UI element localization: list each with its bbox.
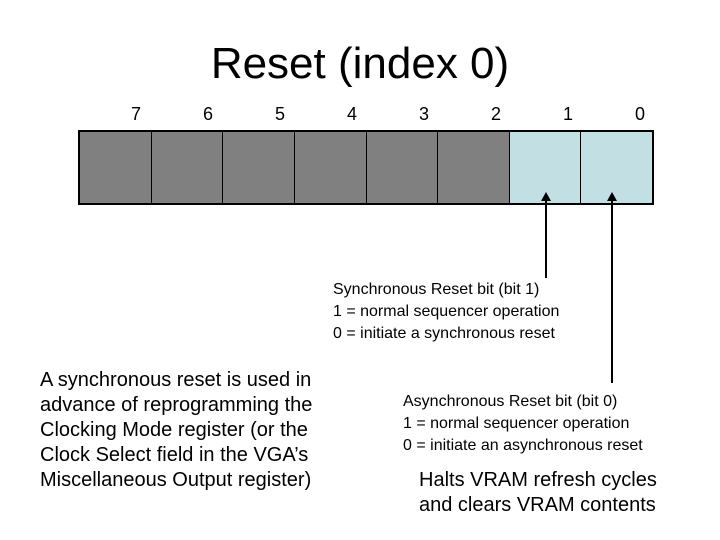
- description-line-3: Clocking Mode register (or the: [40, 419, 308, 441]
- halts-note-line-1: Halts VRAM refresh cycles: [419, 469, 657, 491]
- bit-label-5: 5: [274, 104, 285, 124]
- bit-label-2: 2: [490, 104, 501, 124]
- async-note-line-1: Asynchronous Reset bit (bit 0): [403, 393, 618, 410]
- async-note-line-2: 1 = normal sequencer operation: [403, 415, 630, 432]
- bit-label-4: 4: [346, 104, 357, 124]
- bit-labels-row: 7 6 5 4 3 2 1 0: [100, 104, 676, 124]
- bit-label-3: 3: [418, 104, 429, 124]
- register-cell-bit0: [581, 132, 652, 203]
- arrow-up-icon: [541, 192, 551, 201]
- register-cell-bit3: [366, 132, 439, 203]
- register-cell-bit6: [151, 132, 224, 203]
- sync-note-line-1: Synchronous Reset bit (bit 1): [333, 281, 540, 298]
- bit-label-0: 0: [634, 104, 645, 124]
- register-cell-bit2: [438, 132, 510, 203]
- arrow-line: [545, 201, 547, 278]
- halts-vram-note: Halts VRAM refresh cycles and clears VRA…: [419, 468, 657, 518]
- sync-note-line-3: 0 = initiate a synchronous reset: [333, 325, 555, 342]
- sync-reset-description: A synchronous reset is used in advance o…: [40, 368, 312, 493]
- register-cell-bit5: [223, 132, 295, 203]
- arrow-up-icon: [607, 192, 617, 201]
- register-diagram: [78, 130, 654, 205]
- bit-label-6: 6: [202, 104, 213, 124]
- slide-title: Reset (index 0): [210, 39, 510, 88]
- sync-note-line-2: 1 = normal sequencer operation: [333, 303, 560, 320]
- bit-label-7: 7: [130, 104, 141, 124]
- description-line-5: Miscellaneous Output register): [40, 469, 312, 491]
- halts-note-line-2: and clears VRAM contents: [419, 494, 656, 516]
- description-line-1: A synchronous reset is used in: [40, 369, 312, 391]
- arrow-bit1: [540, 192, 552, 278]
- async-reset-note: Asynchronous Reset bit (bit 0) 1 = norma…: [403, 391, 643, 457]
- async-note-line-3: 0 = initiate an asynchronous reset: [403, 437, 643, 454]
- register-cell-bit4: [294, 132, 367, 203]
- description-line-2: advance of reprogramming the: [40, 394, 313, 416]
- register-cell-bit7: [80, 132, 152, 203]
- sync-reset-note: Synchronous Reset bit (bit 1) 1 = normal…: [333, 279, 559, 345]
- register-cell-bit1: [509, 132, 582, 203]
- bit-label-1: 1: [562, 104, 573, 124]
- arrow-line: [611, 201, 613, 383]
- description-line-4: Clock Select field in the VGA’s: [40, 444, 309, 466]
- arrow-bit0: [606, 192, 618, 383]
